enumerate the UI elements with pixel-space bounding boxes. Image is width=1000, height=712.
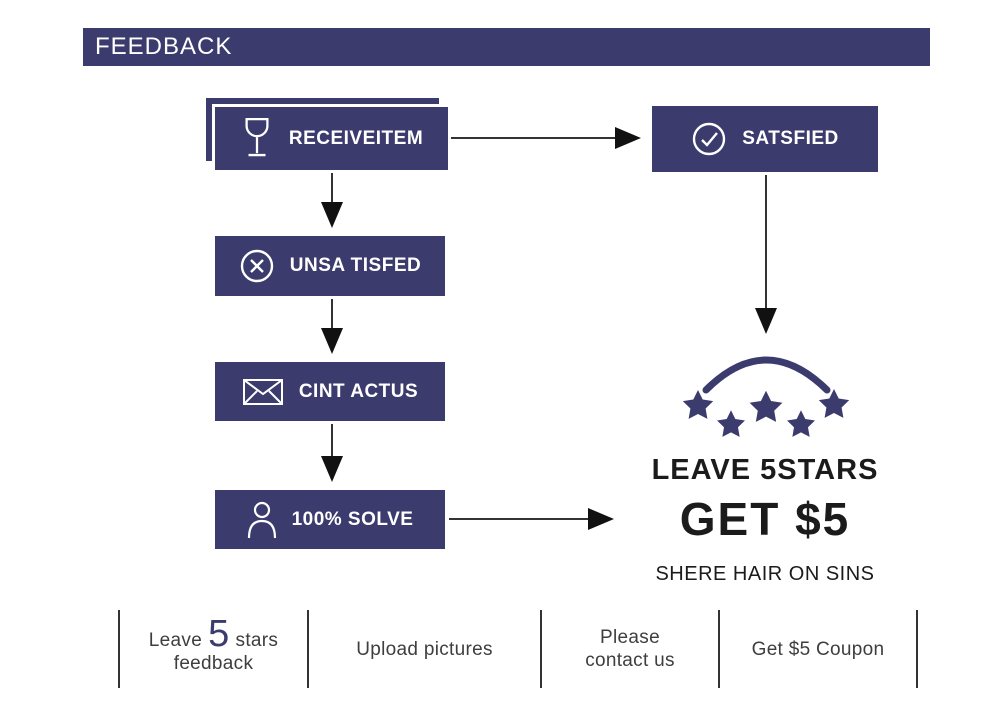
flow-box-label: UNSA TISFED <box>289 255 422 276</box>
big-five-number: 5 <box>208 613 230 655</box>
stars-arc <box>702 356 831 394</box>
person-icon <box>247 501 277 539</box>
star-icon <box>749 390 783 422</box>
footer-item-coupon: Get $5 Coupon <box>718 610 918 688</box>
flow-box-unsatisfied: UNSA TISFED <box>215 236 445 296</box>
goblet-icon <box>240 115 274 163</box>
footer-text: Leave <box>148 630 203 651</box>
reward-brand: SHERE HAIR ON SINS <box>655 563 875 585</box>
star-icon <box>787 410 815 437</box>
envelope-icon <box>242 378 284 406</box>
footer-text: stars <box>235 630 279 651</box>
footer-text: feedback <box>173 653 254 674</box>
footer-item-leave-feedback: Leave 5 stars feedback <box>118 610 307 688</box>
footer-text: Upload pictures <box>356 638 493 660</box>
page-title: FEEDBACK <box>95 33 233 60</box>
flow-box-label: 100% SOLVE <box>291 508 414 530</box>
flow-box-contact-us: CINT ACTUS <box>215 362 445 421</box>
footer-text: Please <box>600 627 660 648</box>
check-circle-icon <box>691 121 727 157</box>
star-icon <box>682 390 714 419</box>
footer-strip: Leave 5 stars feedback Upload pictures P… <box>118 610 918 688</box>
footer-text: contact us <box>585 650 675 671</box>
star-icon <box>717 410 745 437</box>
flow-box-solve: 100% SOLVE <box>215 490 445 549</box>
star-icon <box>818 389 850 418</box>
flow-box-satisfied: SATSFIED <box>652 106 878 172</box>
reward-headline: LEAVE 5STARS <box>651 454 879 486</box>
footer-item-contact-us: Please contact us <box>540 610 718 688</box>
x-circle-icon <box>239 248 275 284</box>
reward-prize: GET $5 <box>679 493 851 545</box>
footer-item-upload-pictures: Upload pictures <box>307 610 540 688</box>
flow-box-label: CINT ACTUS <box>298 380 419 402</box>
flow-box-receive-item: RECEIVEITEM <box>212 104 451 173</box>
header-bar: FEEDBACK <box>83 28 930 66</box>
flow-box-label: SATSFIED <box>742 128 839 149</box>
flow-box-label: RECEIVEITEM <box>288 127 424 149</box>
footer-text: Get $5 Coupon <box>751 638 885 660</box>
